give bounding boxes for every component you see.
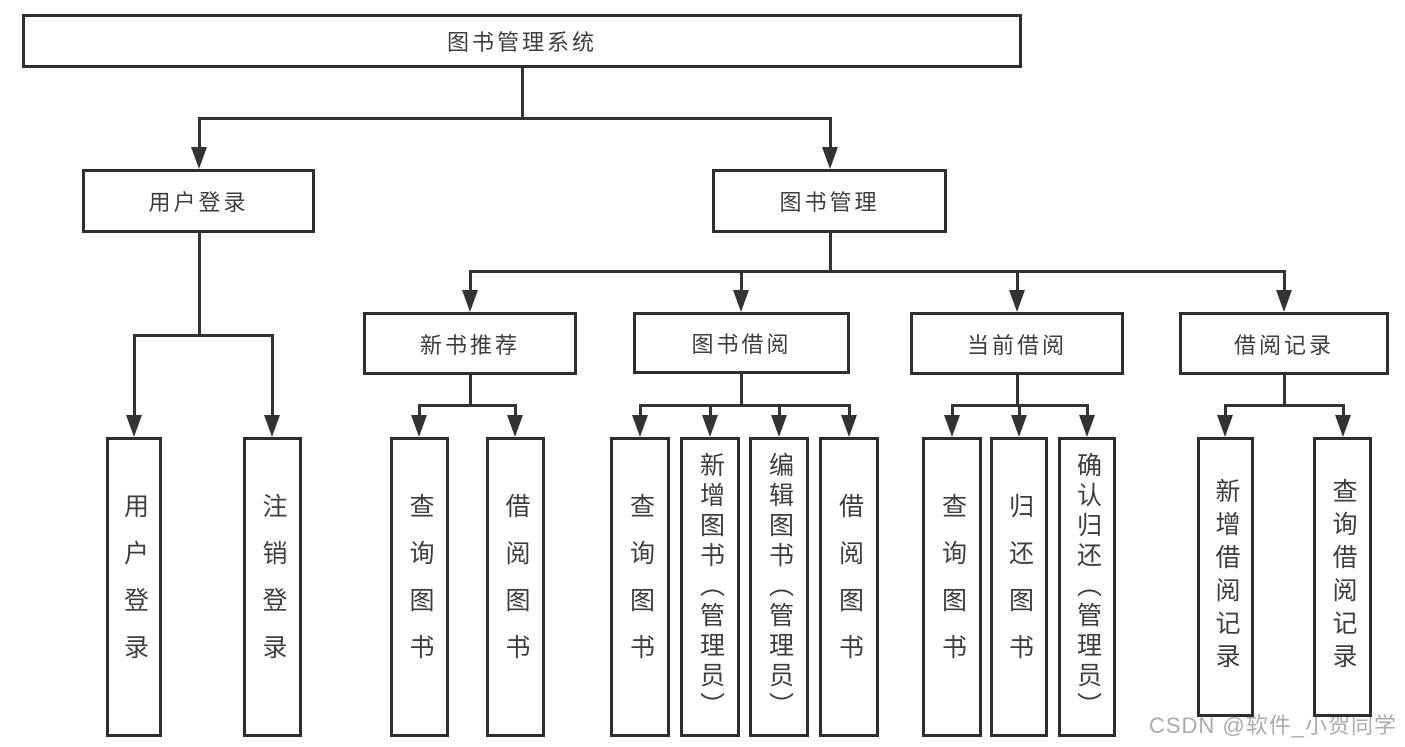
node-book-borrowing-label: 图书借阅 (691, 332, 792, 357)
connector-root-drop-0 (197, 118, 201, 151)
node-library-system-label: 图书管理系统 (446, 30, 597, 55)
leaf-add-borrow-record: 新增借阅记录 (1197, 437, 1254, 717)
node-borrowing-records: 借阅记录 (1179, 312, 1389, 375)
leaf-query-books-1-label: 查询图书 (406, 493, 434, 681)
connector-borrow-records-stem (1282, 375, 1286, 407)
connector-new-book-bar (417, 403, 517, 407)
leaf-add-borrow-record-label: 新增借阅记录 (1212, 478, 1240, 676)
leaf-query-books-3-label: 查询图书 (938, 493, 967, 681)
arrow-down-icon (411, 415, 427, 437)
csdn-watermark: CSDN @软件_小贺同学 (1148, 713, 1397, 738)
arrow-down-icon (462, 290, 478, 312)
connector-book-borrowing-bar (638, 403, 851, 407)
arrow-down-icon (191, 147, 207, 169)
node-book-management-label: 图书管理 (779, 190, 880, 215)
connector-book-management-drop-2 (1015, 271, 1019, 294)
arrow-down-icon (1011, 415, 1027, 437)
connector-new-book-drop-0 (417, 405, 421, 419)
connector-book-borrowing-drop-2 (777, 405, 781, 419)
leaf-query-borrow-record-label: 查询借阅记录 (1329, 478, 1357, 676)
connector-book-borrowing-drop-0 (638, 405, 642, 419)
leaf-logout-label: 注销登录 (259, 493, 287, 681)
leaf-add-books-admin-label: 新增图书（管理员） (696, 452, 725, 722)
leaf-confirm-return-admin: 确认归还（管理员） (1058, 437, 1116, 737)
connector-current-borrow-drop-1 (1017, 405, 1021, 419)
node-new-book-recommend-label: 新书推荐 (419, 332, 520, 358)
arrow-down-icon (944, 415, 960, 437)
leaf-edit-books-admin: 编辑图书（管理员） (749, 437, 809, 737)
arrow-down-icon (822, 147, 838, 169)
node-book-management: 图书管理 (712, 169, 947, 233)
connector-new-book-drop-1 (513, 405, 517, 419)
leaf-logout: 注销登录 (243, 437, 302, 737)
connector-root-stem (520, 68, 524, 120)
connector-book-management-drop-1 (739, 271, 743, 294)
arrow-down-icon (702, 415, 718, 437)
connector-root-bar (197, 116, 832, 120)
node-user-login-label: 用户登录 (148, 190, 249, 215)
leaf-user-login-label: 用户登录 (120, 493, 149, 681)
node-current-borrowing: 当前借阅 (910, 312, 1124, 375)
leaf-borrow-books-2: 借阅图书 (819, 437, 879, 737)
leaf-query-borrow-record: 查询借阅记录 (1313, 437, 1372, 717)
connector-user-login-bar (132, 333, 274, 337)
leaf-add-books-admin: 新增图书（管理员） (680, 437, 740, 737)
connector-user-login-drop-0 (132, 335, 136, 419)
leaf-return-books-label: 归还图书 (1005, 493, 1034, 681)
connector-book-management-drop-0 (468, 271, 472, 294)
arrow-down-icon (507, 415, 523, 437)
arrow-down-icon (1276, 290, 1292, 312)
connector-book-management-bar (468, 269, 1286, 273)
arrow-down-icon (264, 415, 280, 437)
connector-book-management-drop-3 (1282, 271, 1286, 294)
arrow-down-icon (1009, 290, 1025, 312)
leaf-query-books-2: 查询图书 (610, 437, 670, 737)
node-book-borrowing: 图书借阅 (633, 312, 850, 374)
arrow-down-icon (1335, 415, 1351, 437)
connector-borrow-records-bar (1223, 403, 1345, 407)
connector-new-book-stem (468, 375, 472, 407)
connector-borrow-records-drop-1 (1341, 405, 1345, 419)
connector-current-borrow-drop-0 (950, 405, 954, 419)
arrow-down-icon (771, 415, 787, 437)
leaf-confirm-return-admin-label: 确认归还（管理员） (1073, 452, 1102, 722)
connector-book-management-stem (828, 233, 832, 273)
arrow-down-icon (733, 290, 749, 312)
leaf-borrow-books-2-label: 借阅图书 (835, 493, 864, 681)
leaf-query-books-2-label: 查询图书 (626, 493, 655, 681)
node-current-borrowing-label: 当前借阅 (966, 332, 1067, 358)
leaf-return-books: 归还图书 (990, 437, 1048, 737)
connector-book-borrowing-drop-3 (847, 405, 851, 419)
leaf-query-books-3: 查询图书 (922, 437, 982, 737)
leaf-borrow-books-1: 借阅图书 (486, 437, 545, 737)
leaf-user-login: 用户登录 (106, 437, 162, 737)
connector-current-borrow-stem (1015, 375, 1019, 407)
connector-root-drop-1 (828, 118, 832, 151)
connector-user-login-stem (197, 233, 201, 337)
node-borrowing-records-label: 借阅记录 (1233, 332, 1334, 358)
connector-borrow-records-drop-0 (1223, 405, 1227, 419)
leaf-borrow-books-1-label: 借阅图书 (502, 493, 530, 681)
leaf-query-books-1: 查询图书 (390, 437, 449, 737)
arrow-down-icon (1079, 415, 1095, 437)
leaf-edit-books-admin-label: 编辑图书（管理员） (765, 452, 794, 722)
arrow-down-icon (1217, 415, 1233, 437)
arrow-down-icon (126, 415, 142, 437)
connector-book-borrowing-stem (739, 374, 743, 407)
connector-user-login-drop-1 (270, 335, 274, 419)
node-library-system: 图书管理系统 (22, 14, 1022, 68)
connector-current-borrow-drop-2 (1085, 405, 1089, 419)
node-new-book-recommend: 新书推荐 (363, 312, 577, 375)
arrow-down-icon (632, 415, 648, 437)
arrow-down-icon (841, 415, 857, 437)
connector-book-borrowing-drop-1 (708, 405, 712, 419)
node-user-login: 用户登录 (82, 169, 315, 233)
